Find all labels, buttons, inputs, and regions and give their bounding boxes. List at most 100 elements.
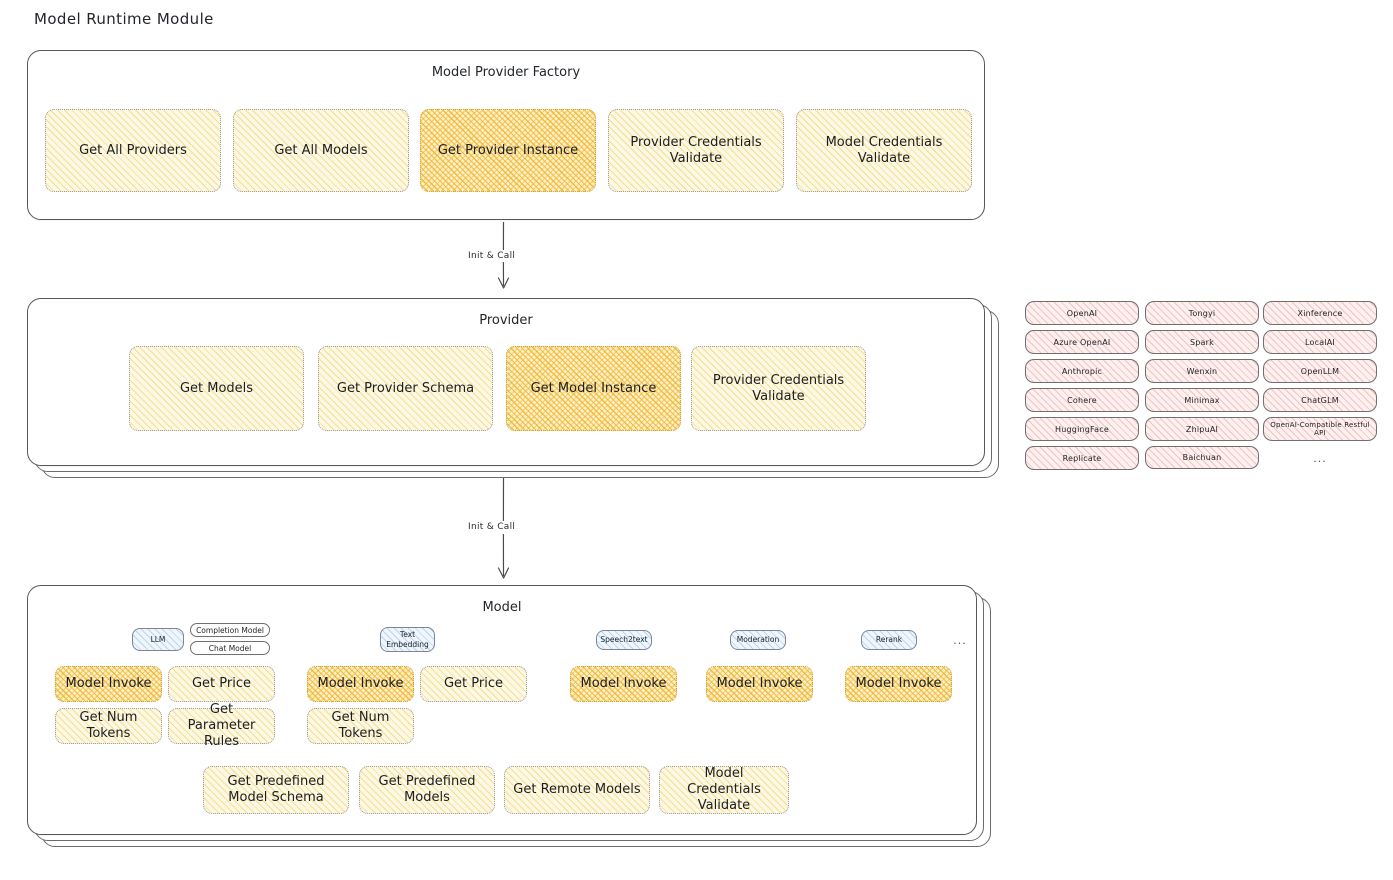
model-method-text-embedding-model-invoke[interactable]: Model Invoke (307, 666, 414, 702)
provider-chip-openllm[interactable]: OpenLLM (1263, 359, 1377, 383)
provider-chip-localai[interactable]: LocalAI (1263, 330, 1377, 354)
provider-chip-label: Replicate (1062, 453, 1102, 463)
factory-title: Model Provider Factory (431, 65, 581, 80)
model-title: Model (482, 600, 522, 615)
provider-box-get-provider-schema[interactable]: Get Provider Schema (318, 346, 493, 431)
provider-box-label: Get Model Instance (530, 380, 657, 396)
model-method-text-embedding-get-price[interactable]: Get Price (420, 666, 527, 702)
model-method-label: Get Price (443, 676, 503, 692)
factory-box-label: Provider Credentials Validate (630, 134, 762, 166)
provider-chip-tongyi[interactable]: Tongyi (1145, 301, 1259, 325)
provider-chip-label: OpenAI-Compatible Restful API (1270, 421, 1370, 437)
provider-chip-cohere[interactable]: Cohere (1025, 388, 1139, 412)
model-method-label: Model Invoke (580, 676, 667, 692)
provider-chip-label: ZhipuAI (1185, 424, 1219, 434)
model-method-label: Model Invoke (716, 676, 803, 692)
model-method-rerank-model-invoke[interactable]: Model Invoke (845, 666, 952, 702)
provider-box-get-models[interactable]: Get Models (129, 346, 304, 431)
provider-chip-label: Spark (1190, 337, 1214, 347)
provider-chip-label: Azure OpenAI (1053, 337, 1111, 347)
model-type-label: Speech2text (600, 635, 648, 645)
provider-chip-anthropic[interactable]: Anthropic (1025, 359, 1139, 383)
model-shared-method-label: Model Credentials Validate (687, 766, 761, 813)
model-method-label: Get Num Tokens (79, 710, 138, 741)
provider-chip-openai-compatible-restful-api[interactable]: OpenAI-Compatible Restful API (1263, 417, 1377, 441)
model-card: Model LLM Completion Model Chat Model Mo… (27, 585, 977, 835)
provider-chip-azure-openai[interactable]: Azure OpenAI (1025, 330, 1139, 354)
provider-list-ellipsis: ... (1313, 451, 1327, 465)
arrow-provider-to-model: Init & Call (468, 477, 590, 586)
provider-chip-label: Wenxin (1186, 366, 1218, 376)
factory-box-model-credentials-validate[interactable]: Model Credentials Validate (796, 109, 972, 192)
provider-chip-label: Anthropic (1061, 366, 1103, 376)
factory-box-label: Model Credentials Validate (825, 134, 943, 166)
model-subtype-label: Chat Model (208, 643, 252, 653)
model-type-chip-moderation[interactable]: Moderation (730, 630, 786, 650)
model-method-label: Model Invoke (855, 676, 942, 692)
model-method-label: Model Invoke (65, 676, 152, 692)
model-subtype-completion-model[interactable]: Completion Model (190, 623, 270, 637)
arrow-label: Init & Call (468, 251, 516, 261)
provider-box-label: Get Models (179, 380, 254, 396)
model-method-llm-get-parameter-rules[interactable]: Get Parameter Rules (168, 702, 275, 749)
provider-chip-label: ChatGLM (1301, 395, 1339, 405)
provider-chip-minimax[interactable]: Minimax (1145, 388, 1259, 412)
model-method-label: Get Num Tokens (331, 710, 390, 741)
model-type-label: LLM (150, 634, 166, 644)
arrow-label: Init & Call (468, 522, 516, 532)
model-shared-method-get-predefined-model-schema[interactable]: Get Predefined Model Schema (203, 766, 349, 814)
provider-chip-label: OpenAI (1066, 308, 1098, 318)
model-type-chip-rerank[interactable]: Rerank (861, 630, 917, 650)
model-subtype-chat-model[interactable]: Chat Model (190, 641, 270, 655)
factory-box-get-all-providers[interactable]: Get All Providers (45, 109, 221, 192)
model-shared-method-label: Get Predefined Model Schema (227, 774, 325, 805)
model-method-llm-get-price[interactable]: Get Price (168, 666, 275, 702)
model-method-llm-model-invoke[interactable]: Model Invoke (55, 666, 162, 702)
model-subtype-label: Completion Model (196, 625, 264, 635)
provider-chip-label: HuggingFace (1055, 424, 1109, 434)
model-shared-method-get-predefined-models[interactable]: Get Predefined Models (359, 766, 495, 814)
model-method-moderation-model-invoke[interactable]: Model Invoke (706, 666, 813, 702)
model-method-label: Model Invoke (317, 676, 404, 692)
provider-chip-baichuan[interactable]: Baichuan (1145, 446, 1259, 469)
model-type-chip-speech2text[interactable]: Speech2text (596, 630, 652, 650)
model-shared-method-model-credentials-validate[interactable]: Model Credentials Validate (659, 766, 789, 814)
provider-chip-wenxin[interactable]: Wenxin (1145, 359, 1259, 383)
model-type-label: Moderation (736, 635, 780, 645)
model-method-label: Get Price (191, 676, 251, 692)
provider-chip-spark[interactable]: Spark (1145, 330, 1259, 354)
provider-chip-zhipuai[interactable]: ZhipuAI (1145, 417, 1259, 441)
provider-box-label: Get Provider Schema (336, 380, 475, 396)
factory-box-get-provider-instance[interactable]: Get Provider Instance (420, 109, 596, 192)
provider-chip-openai[interactable]: OpenAI (1025, 301, 1139, 325)
model-type-chip-text-embedding[interactable]: Text Embedding (380, 627, 435, 652)
model-method-text-embedding-get-num-tokens[interactable]: Get Num Tokens (307, 708, 414, 744)
provider-chip-label: OpenLLM (1300, 366, 1340, 376)
factory-box-label: Get All Models (274, 142, 368, 158)
model-types-ellipsis: ... (953, 633, 967, 647)
provider-card: Provider Get Models Get Provider Schema … (27, 298, 985, 466)
provider-chip-huggingface[interactable]: HuggingFace (1025, 417, 1139, 441)
provider-chip-chatglm[interactable]: ChatGLM (1263, 388, 1377, 412)
factory-box-provider-credentials-validate[interactable]: Provider Credentials Validate (608, 109, 784, 192)
model-shared-method-get-remote-models[interactable]: Get Remote Models (504, 766, 650, 814)
provider-title: Provider (479, 313, 533, 328)
model-shared-method-label: Get Predefined Models (378, 774, 476, 805)
model-method-label: Get Parameter Rules (187, 702, 256, 749)
model-shared-method-label: Get Remote Models (513, 782, 641, 798)
provider-chip-replicate[interactable]: Replicate (1025, 446, 1139, 470)
provider-chip-xinference[interactable]: Xinference (1263, 301, 1377, 325)
model-type-chip-llm[interactable]: LLM (132, 628, 184, 651)
model-type-label: Text Embedding (386, 630, 429, 649)
provider-box-get-model-instance[interactable]: Get Model Instance (506, 346, 681, 431)
model-method-speech2text-model-invoke[interactable]: Model Invoke (570, 666, 677, 702)
provider-chip-label: Tongyi (1188, 308, 1216, 318)
model-provider-factory-card: Model Provider Factory Get All Providers… (27, 50, 985, 220)
factory-box-get-all-models[interactable]: Get All Models (233, 109, 409, 192)
provider-chip-label: Minimax (1184, 395, 1220, 405)
model-method-llm-get-num-tokens[interactable]: Get Num Tokens (55, 708, 162, 744)
model-type-label: Rerank (875, 635, 903, 645)
provider-box-provider-credentials-validate[interactable]: Provider Credentials Validate (691, 346, 866, 431)
provider-chip-label: Cohere (1067, 395, 1097, 405)
